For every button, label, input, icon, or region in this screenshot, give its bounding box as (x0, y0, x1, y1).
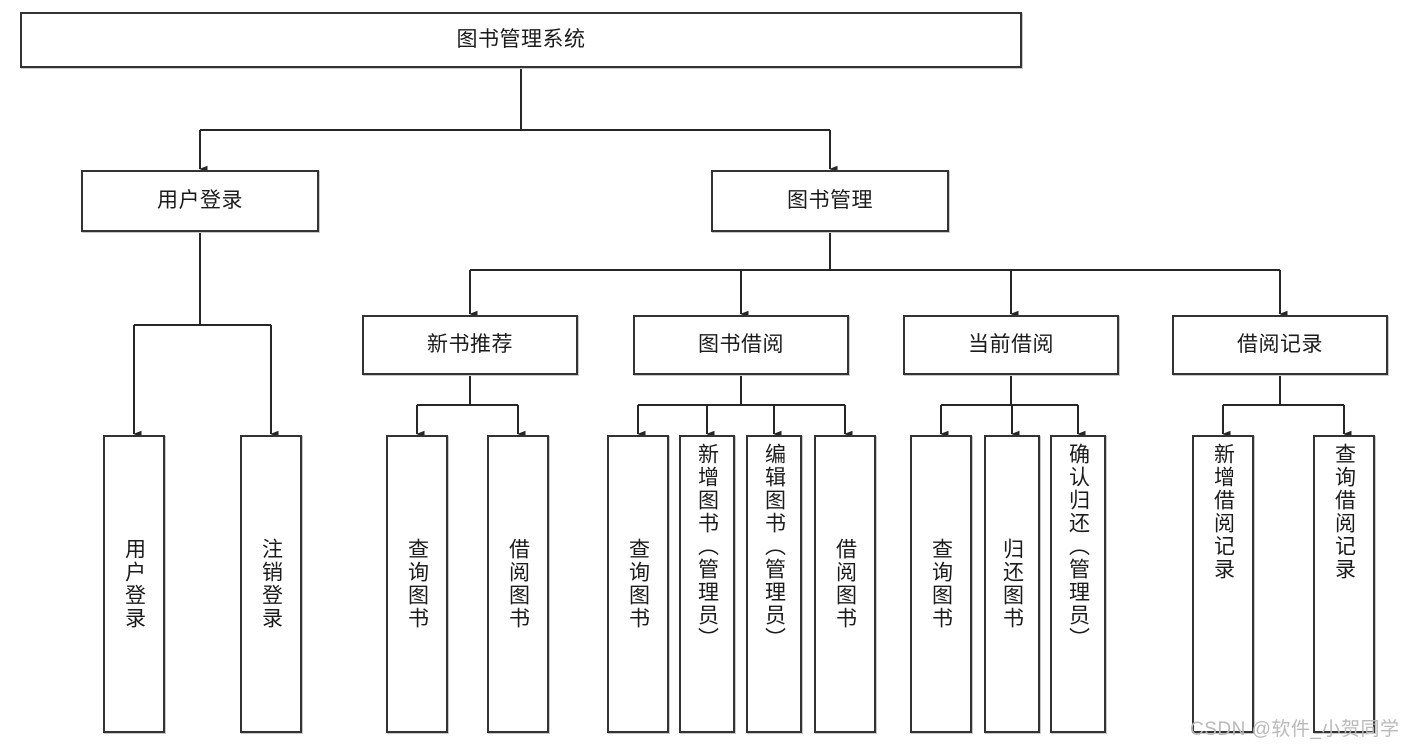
node-label: 借阅图书 (506, 538, 530, 630)
node-leaf-bo-query[interactable]: 查询图书 (607, 435, 669, 733)
node-borrow[interactable]: 图书借阅 (633, 315, 849, 375)
node-label: 用户登录 (122, 538, 146, 630)
node-label: 编辑图书（管理员） (762, 443, 786, 650)
node-label: 新增图书（管理员） (695, 443, 719, 650)
node-login[interactable]: 用户登录 (81, 170, 319, 232)
node-leaf-cu-return[interactable]: 归还图书 (984, 435, 1040, 733)
node-leaf-bo-edit[interactable]: 编辑图书（管理员） (746, 435, 802, 733)
node-current[interactable]: 当前借阅 (903, 315, 1119, 375)
node-label: 新书推荐 (427, 332, 513, 356)
node-leaf-bo-add[interactable]: 新增图书（管理员） (679, 435, 735, 733)
node-label: 新增借阅记录 (1211, 443, 1235, 581)
node-label: 图书借阅 (698, 332, 784, 356)
node-records[interactable]: 借阅记录 (1172, 315, 1388, 375)
node-leaf-user-logout[interactable]: 注销登录 (240, 435, 302, 733)
node-leaf-bo-borrow[interactable]: 借阅图书 (814, 435, 876, 733)
node-label: 当前借阅 (968, 332, 1054, 356)
node-label: 查询借阅记录 (1332, 443, 1356, 581)
node-label: 查询图书 (405, 538, 429, 630)
node-leaf-nb-borrow[interactable]: 借阅图书 (487, 435, 549, 733)
node-label: 查询图书 (626, 538, 650, 630)
node-leaf-user-login[interactable]: 用户登录 (103, 435, 165, 733)
node-leaf-re-add[interactable]: 新增借阅记录 (1192, 435, 1254, 733)
node-leaf-cu-confirm[interactable]: 确认归还（管理员） (1050, 435, 1106, 733)
node-leaf-re-query[interactable]: 查询借阅记录 (1313, 435, 1375, 733)
node-bookmgmt[interactable]: 图书管理 (711, 170, 949, 232)
node-root[interactable]: 图书管理系统 (20, 12, 1022, 68)
node-label: 确认归还（管理员） (1066, 443, 1090, 650)
node-label: 查询图书 (929, 538, 953, 630)
node-label: 用户登录 (157, 188, 243, 212)
watermark-text: CSDN @软件_小贺同学 (1190, 719, 1400, 740)
node-leaf-nb-query[interactable]: 查询图书 (386, 435, 448, 733)
node-label: 图书管理系统 (456, 27, 586, 51)
node-label: 借阅图书 (833, 538, 857, 630)
node-label: 图书管理 (787, 188, 873, 212)
node-newbook[interactable]: 新书推荐 (362, 315, 578, 375)
node-label: 注销登录 (259, 538, 283, 630)
node-leaf-cu-query[interactable]: 查询图书 (910, 435, 972, 733)
node-label: 借阅记录 (1237, 332, 1323, 356)
node-label: 归还图书 (1000, 538, 1024, 630)
